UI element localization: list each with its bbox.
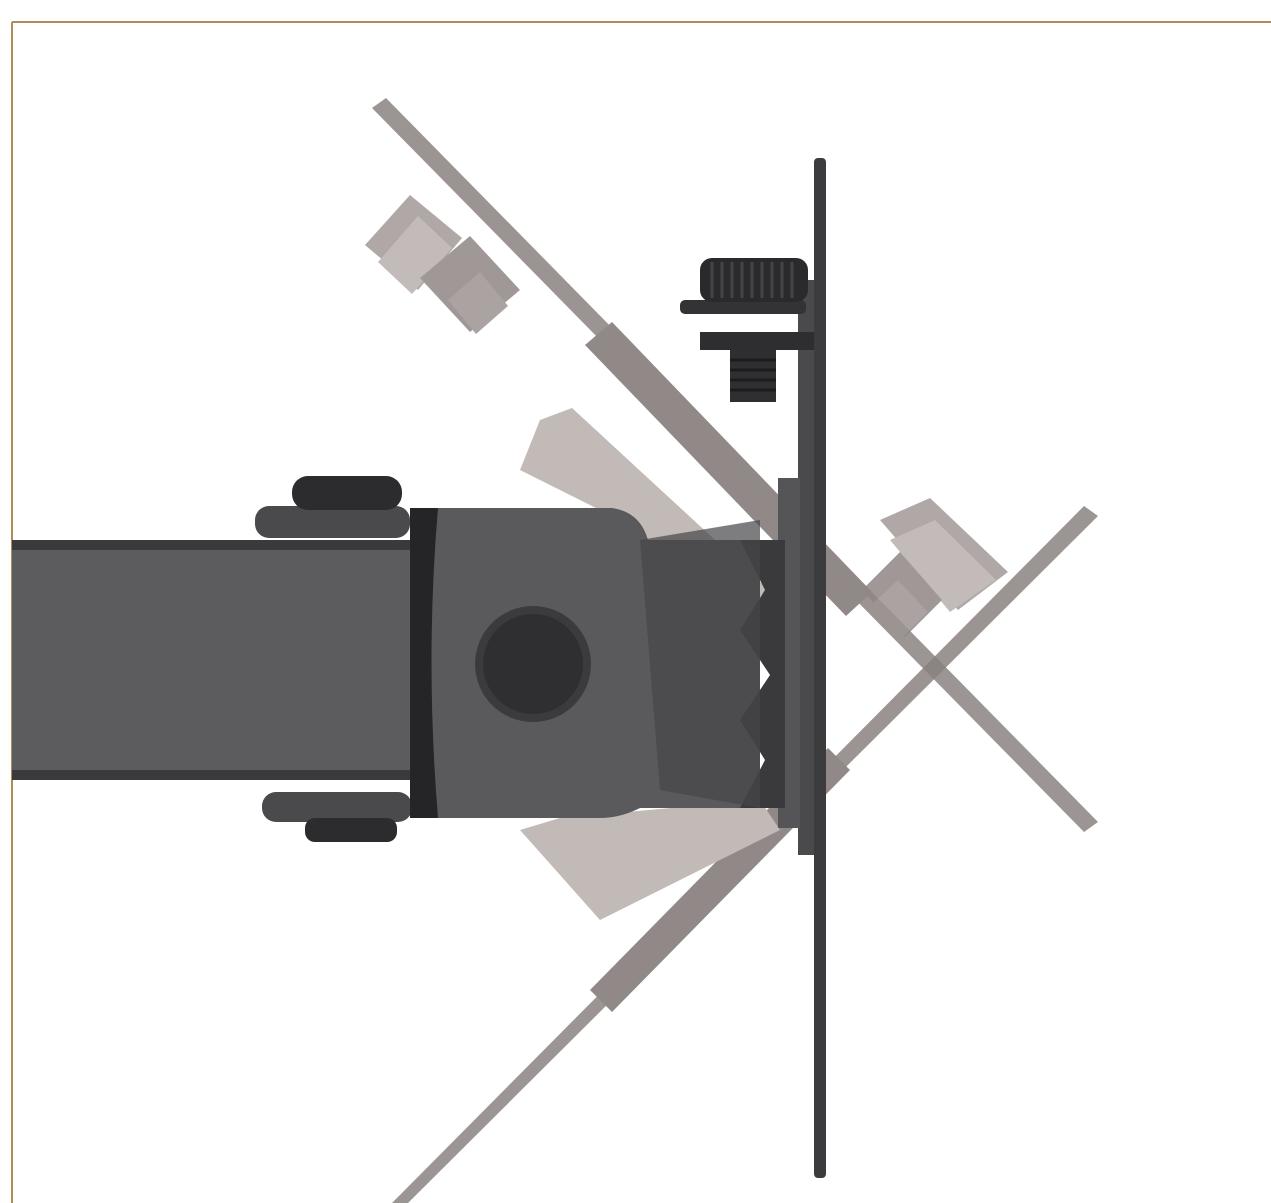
ghost-bolt-lower — [862, 498, 1008, 640]
tilt-lock-knob — [700, 258, 808, 402]
tilt-head — [431, 508, 785, 818]
ghost-bolt-upper — [365, 195, 520, 334]
monitor-arm — [12, 476, 438, 842]
